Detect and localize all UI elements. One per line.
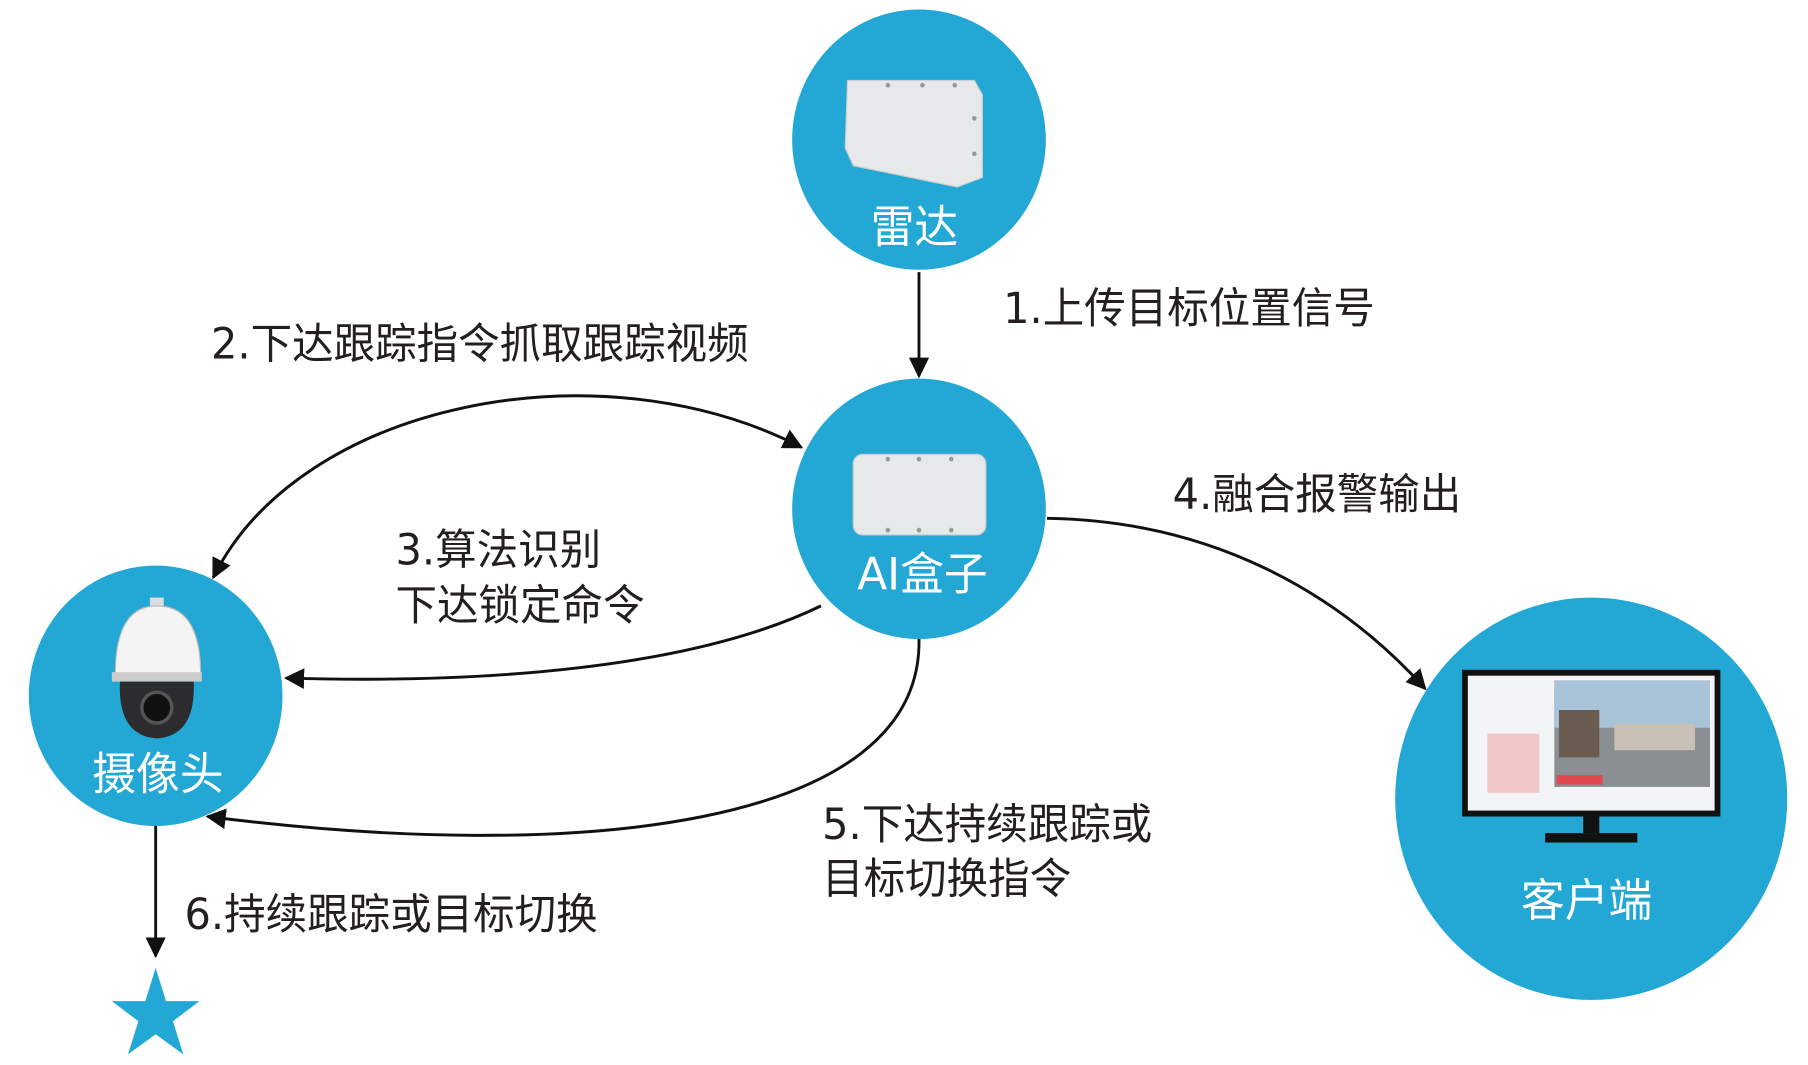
ai-box-device-icon (852, 453, 987, 536)
radar-device-icon (844, 79, 983, 188)
edge-label-5-line2: 目标切换指令 (822, 854, 1071, 904)
star-icon (111, 967, 200, 1055)
edge-label-4: 4.融合报警输出 (1173, 469, 1462, 519)
edge-label-1: 1.上传目标位置信号 (1003, 284, 1375, 334)
edge-camera-aibox-tracking (212, 394, 804, 580)
edge-label-2: 2.下达跟踪指令抓取跟踪视频 (211, 319, 749, 369)
node-label: 客户端 (1521, 875, 1652, 927)
edge-label-3-line2: 下达锁定命令 (396, 581, 645, 631)
node-camera: 摄像头 (28, 565, 283, 826)
node-label: 雷达 (871, 202, 959, 254)
edge-aibox-to-client (1046, 516, 1427, 691)
edge-aibox-to-camera-continue (205, 638, 921, 837)
node-client: 客户端 (1395, 597, 1788, 1000)
node-label: AI盒子 (857, 549, 987, 601)
node-label: 摄像头 (92, 749, 223, 801)
node-radar: 雷达 (792, 9, 1046, 270)
monitor-icon (1462, 669, 1721, 843)
node-ai-box: AI盒子 (792, 378, 1046, 639)
ptz-camera-icon (111, 597, 202, 739)
edge-label-5-line1: 5.下达持续跟踪或 (822, 799, 1152, 849)
edge-label-6: 6.持续跟踪或目标切换 (184, 889, 597, 939)
edge-label-3-line1: 3.算法识别 (396, 525, 602, 575)
edge-aibox-to-camera-lock (283, 604, 822, 689)
